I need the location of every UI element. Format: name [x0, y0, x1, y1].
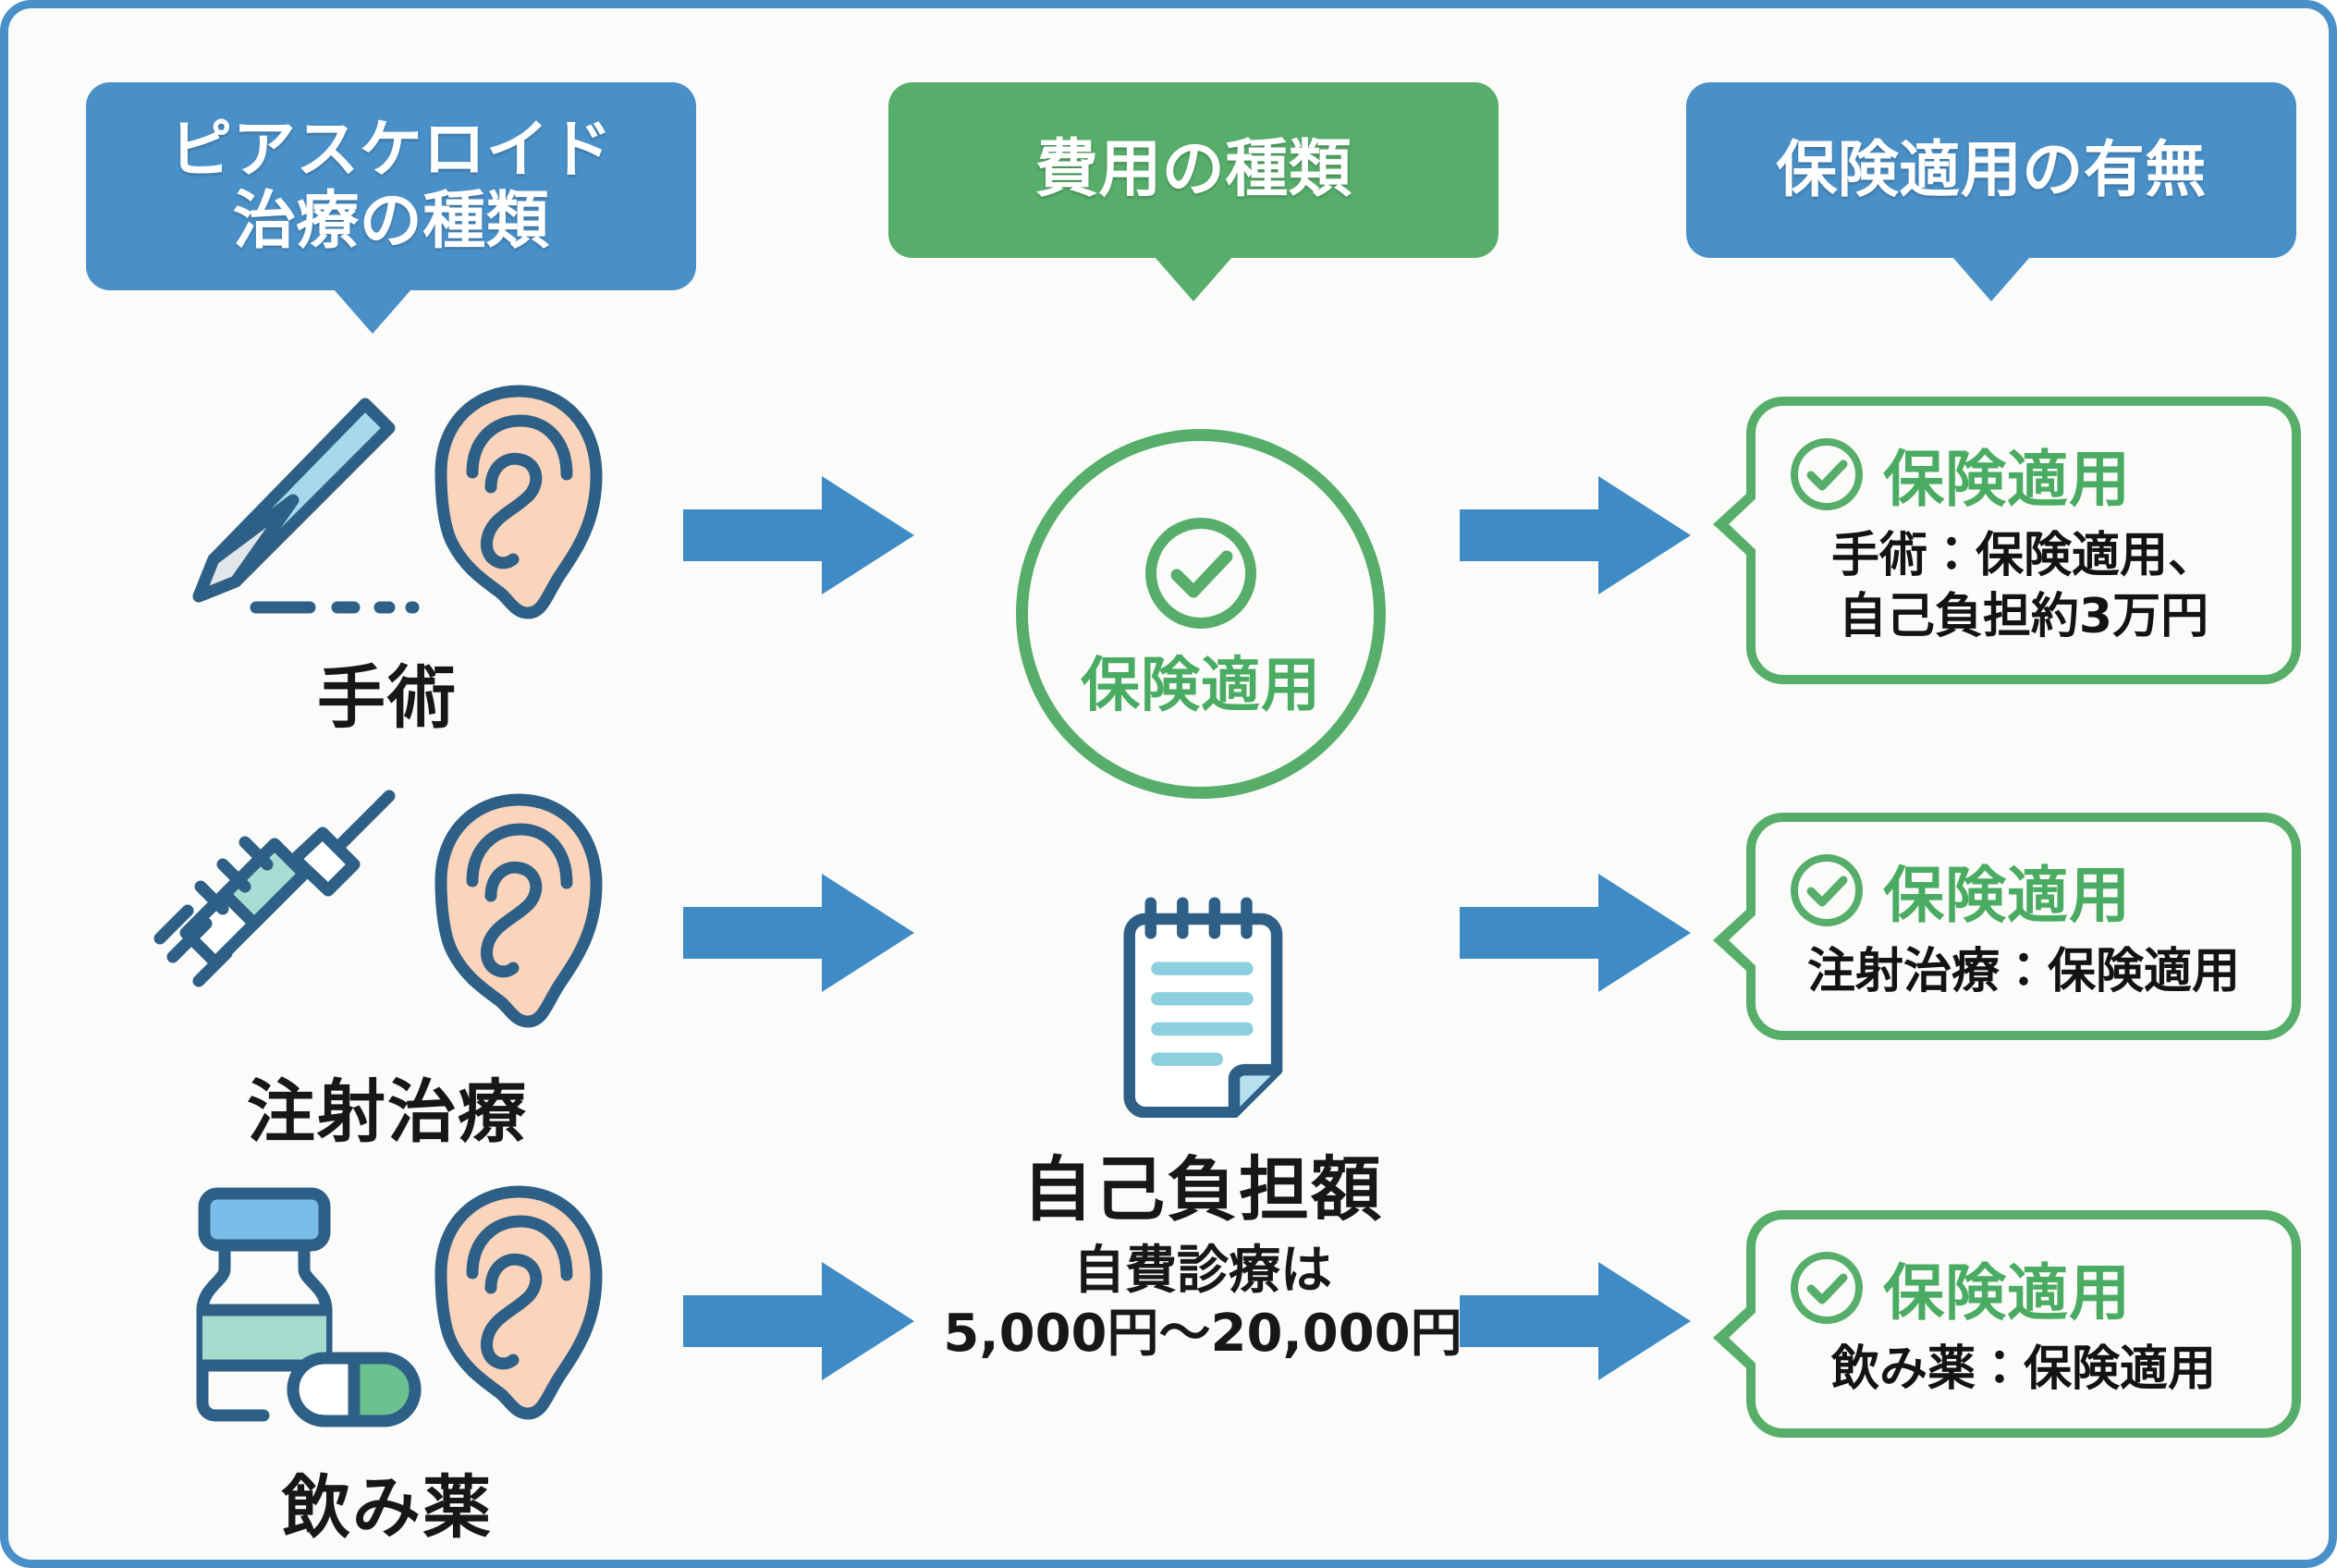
check-circle-icon [1791, 1252, 1863, 1324]
arrow-right-icon [1460, 1256, 1691, 1386]
coverage-callout-oral-medicine: 保険適用 飲み薬：保険適用 [1713, 1210, 2301, 1438]
treatment-row-injection: 注射治療 [147, 785, 628, 1156]
arrow-right-icon [1460, 471, 1691, 600]
column-header-cost-label: 費用の種類 [1034, 132, 1352, 206]
check-circle-icon [1145, 518, 1256, 629]
self-pay-amount-detail: 自費診療は 5,000円〜20,000円 [943, 1240, 1462, 1366]
infographic-stage: ピアスケロイド 治療の種類 費用の種類 保険適用の有無 [8, 8, 2329, 1560]
column-header-coverage-label: 保険適用の有無 [1776, 134, 2207, 206]
cost-coverage-badge-label: 保険適用 [1081, 652, 1321, 720]
callout-tail-inner [1729, 1305, 1764, 1371]
column-header-treatment-line2: 治療の種類 [232, 184, 550, 258]
banner-tail-triangle [1155, 257, 1232, 301]
column-header-treatment-line1: ピアスケロイド [169, 114, 613, 188]
callout-header: 保険適用 [1787, 846, 2260, 935]
self-pay-amount-title: 自己負担額 [1022, 1148, 1383, 1231]
self-pay-amount-block: 自己負担額 自費診療は 5,000円〜20,000円 [943, 896, 1462, 1366]
treatment-label: 手術 [317, 658, 458, 738]
notepad-icon [1123, 897, 1282, 1118]
arrow-right-icon [683, 868, 914, 998]
scalpel-ear-icon [192, 385, 603, 619]
check-circle-icon [1791, 438, 1863, 510]
treatment-label: 注射治療 [247, 1072, 528, 1152]
syringe-ear-icon [153, 790, 603, 1028]
column-header-cost: 費用の種類 [888, 82, 1499, 301]
callout-body: 飲み薬：保険適用 [1787, 1340, 2260, 1401]
self-pay-amount-detail-line2: 5,000円〜20,000円 [943, 1304, 1462, 1365]
self-pay-amount-detail-line1: 自費診療は [1073, 1241, 1332, 1301]
callout-header: 保険適用 [1787, 430, 2260, 519]
callout-body-line1: 飲み薬：保険適用 [1830, 1341, 2216, 1397]
arrow-right-icon [1460, 868, 1691, 998]
banner-tail-triangle [334, 289, 411, 334]
callout-title: 保険適用 [1883, 860, 2131, 931]
callout-body: 手術：保険適用、 自己負担約3万円 [1787, 526, 2260, 647]
callout-header: 保険適用 [1787, 1243, 2260, 1332]
callout-body-line1: 注射治療：保険適用 [1806, 944, 2240, 999]
treatment-row-surgery: 手術 [147, 371, 628, 741]
banner-tail-triangle [1952, 257, 2030, 301]
treatment-label: 飲み薬 [282, 1468, 493, 1548]
callout-body-line1: 手術：保険適用、 [1830, 528, 2216, 583]
coverage-callout-surgery: 保険適用 手術：保険適用、 自己負担約3万円 [1713, 397, 2301, 685]
callout-body: 注射治療：保険適用 [1787, 942, 2260, 1003]
callout-body-line2: 自己負担約3万円 [1838, 588, 2209, 644]
column-header-treatment: ピアスケロイド 治療の種類 [86, 82, 696, 334]
callout-tail-inner [1729, 491, 1764, 557]
medicine-bottle-ear-icon [196, 1185, 603, 1427]
cost-coverage-badge: 保険適用 [1016, 429, 1386, 799]
column-header-coverage: 保険適用の有無 [1686, 82, 2296, 301]
check-circle-icon [1791, 854, 1863, 926]
callout-tail-inner [1729, 907, 1764, 974]
callout-title: 保険適用 [1883, 1257, 2131, 1329]
callout-title: 保険適用 [1883, 444, 2131, 515]
arrow-right-icon [683, 471, 914, 600]
coverage-callout-injection: 保険適用 注射治療：保険適用 [1713, 813, 2301, 1040]
treatment-row-oral-medicine: 飲み薬 [147, 1181, 628, 1551]
arrow-right-icon [683, 1256, 914, 1386]
